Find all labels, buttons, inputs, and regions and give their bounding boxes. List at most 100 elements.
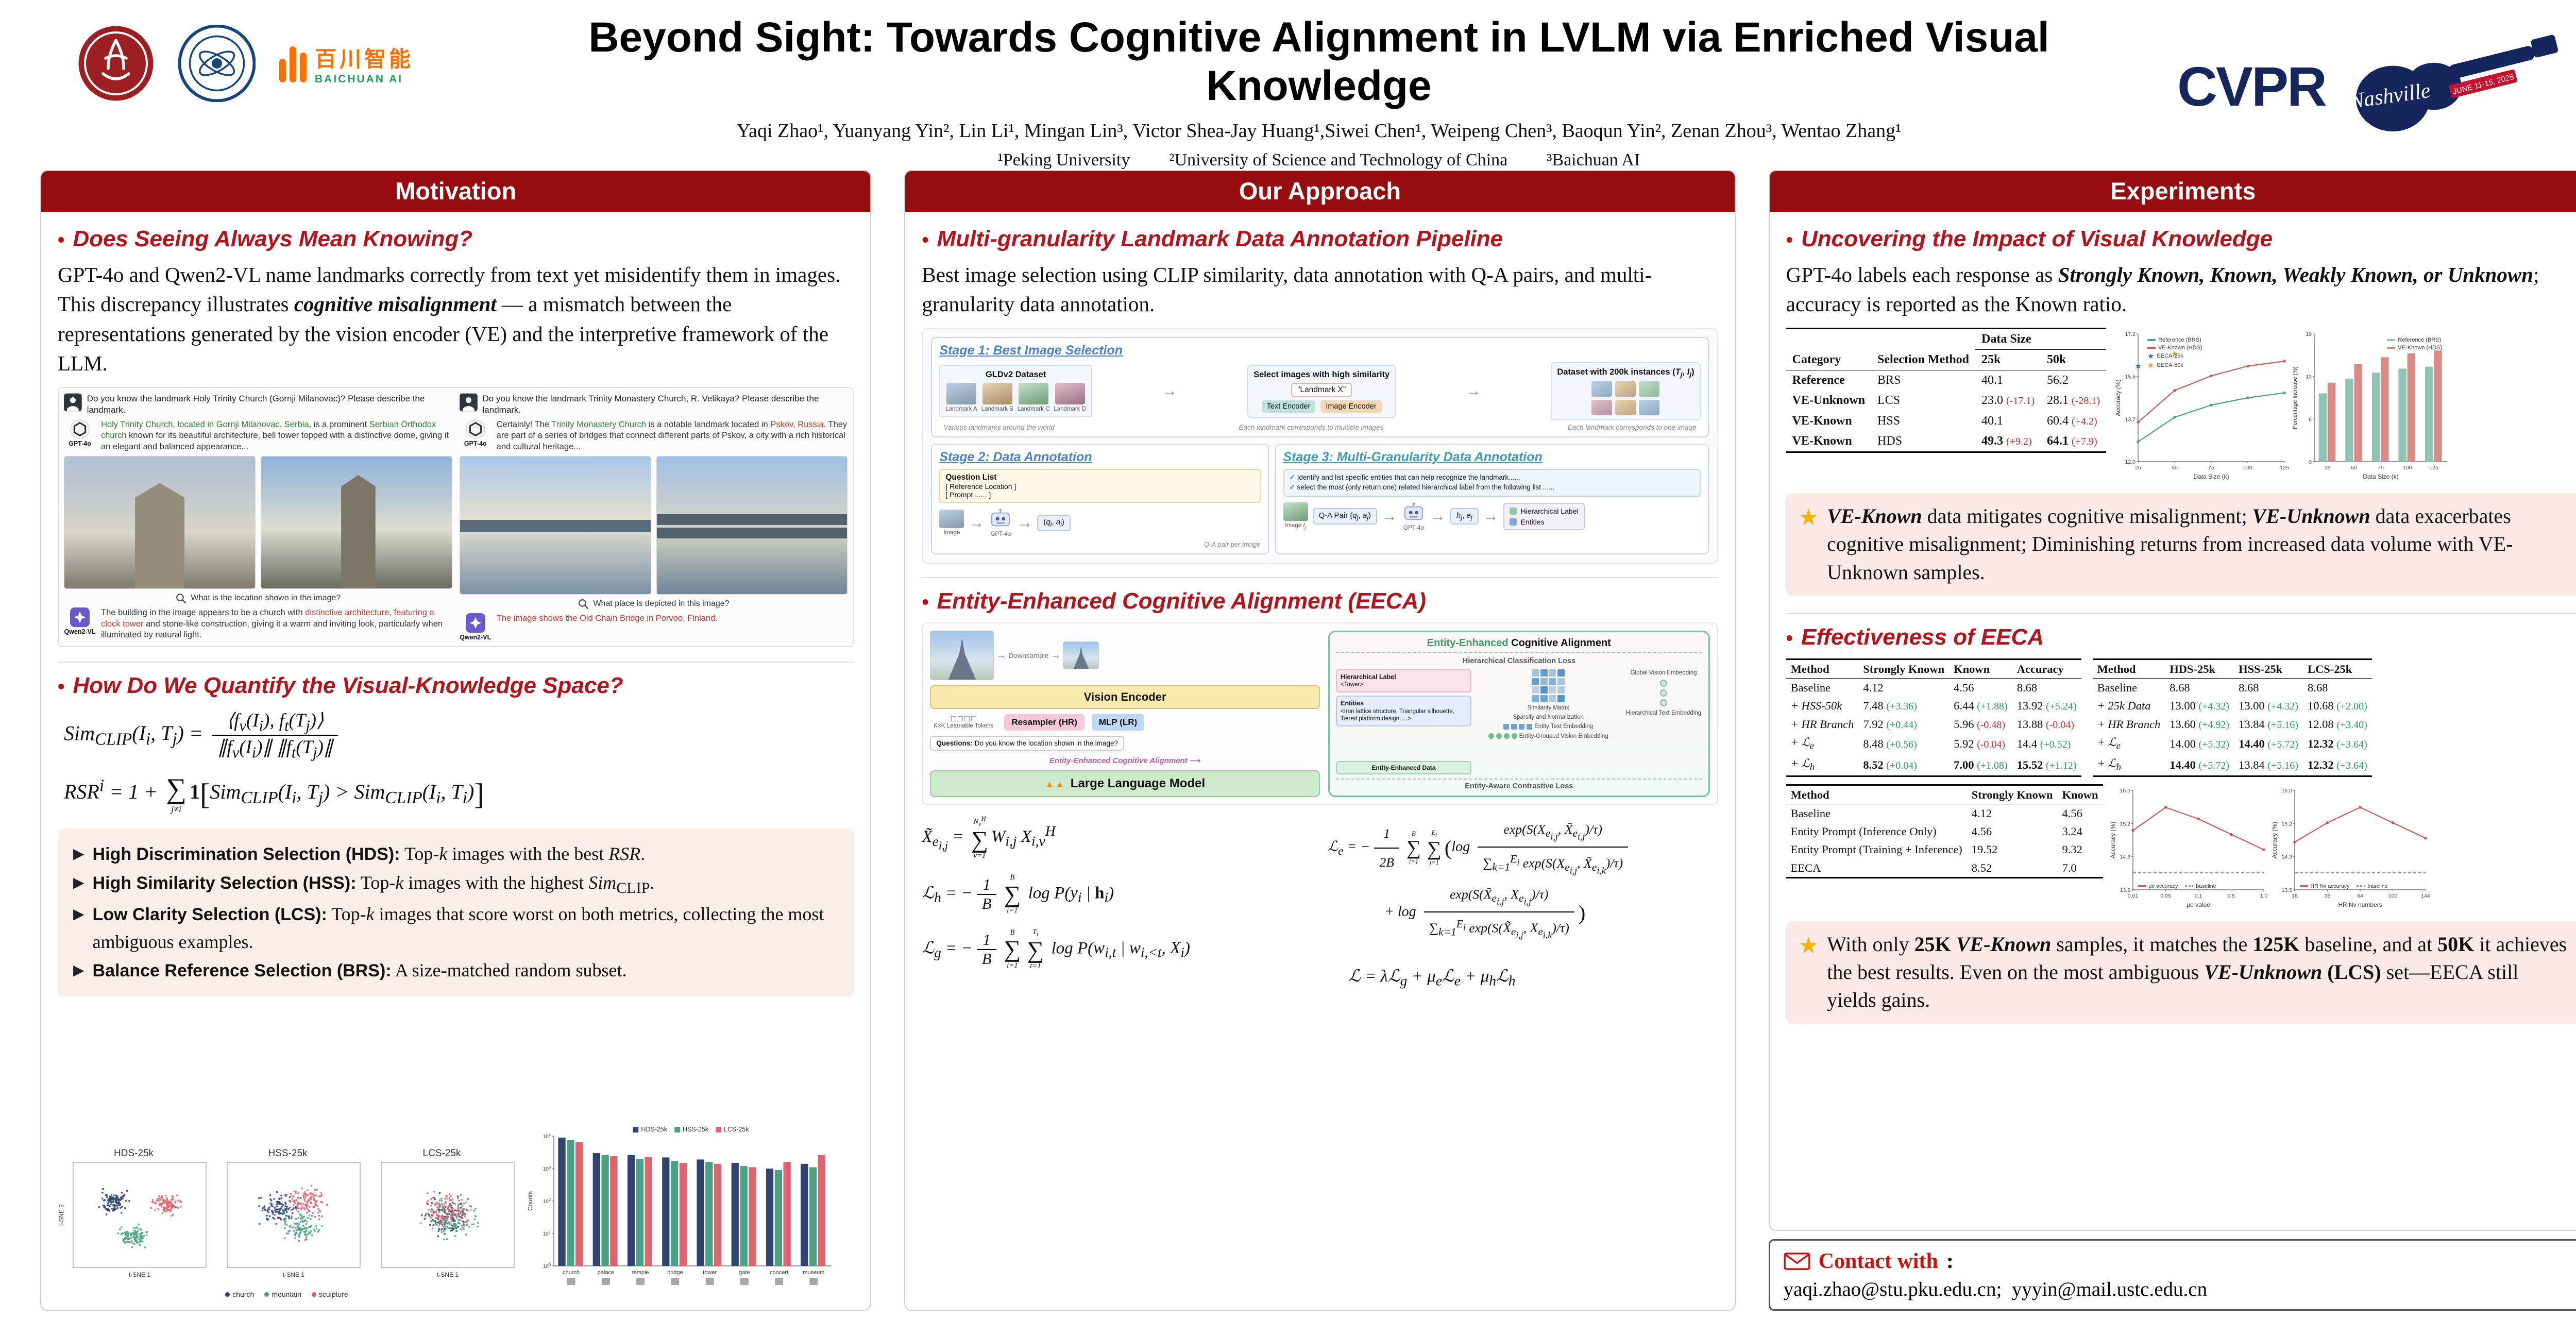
svg-text:15.2: 15.2 bbox=[2281, 821, 2292, 827]
landmark-thumb bbox=[946, 383, 977, 405]
finding-highlight-1: ★VE-Known data mitigates cognitive misal… bbox=[1786, 493, 2576, 596]
arrow-bullet-icon: ▶ bbox=[73, 874, 84, 891]
baichuan-name-cn: 百川智能 bbox=[315, 46, 414, 71]
baichuan-logo: 百川智能 BAICHUAN AI bbox=[279, 42, 414, 86]
svg-text:50: 50 bbox=[2172, 465, 2178, 471]
svg-text:100: 100 bbox=[2243, 465, 2252, 471]
model-label: GPT-4o bbox=[464, 439, 487, 447]
svg-text:17.2: 17.2 bbox=[2125, 331, 2136, 337]
similarity-matrix bbox=[1532, 669, 1565, 702]
landmark-photo bbox=[656, 456, 848, 595]
svg-text:0: 0 bbox=[2309, 459, 2312, 465]
svg-text:16.0: 16.0 bbox=[2281, 788, 2292, 794]
entities-icon bbox=[1509, 518, 1517, 526]
ustc-logo-icon bbox=[178, 25, 256, 102]
image-thumb bbox=[1283, 502, 1308, 521]
landmark-thumb bbox=[1019, 383, 1049, 405]
svg-text:museum: museum bbox=[803, 1270, 824, 1276]
svg-text:church: church bbox=[563, 1270, 580, 1276]
star-icon: ★ bbox=[1798, 933, 1819, 958]
svg-text:15.5: 15.5 bbox=[2125, 374, 2136, 380]
question-list-box: Question List [ Reference Location ] [ P… bbox=[939, 469, 1261, 503]
hierarchical-label-box: Hierarchical Label<Tower> bbox=[1335, 669, 1471, 693]
heading-eeca: •Entity-Enhanced Cognitive Alignment (EE… bbox=[922, 577, 1718, 614]
stage2-caption: Q-A pair per image bbox=[1204, 540, 1261, 549]
vision-encoder-box: Vision Encoder bbox=[930, 685, 1320, 709]
poster-body: Motivation •Does Seeing Always Mean Know… bbox=[40, 170, 2576, 1311]
gpt4o-robot-icon bbox=[991, 509, 1010, 527]
arrow-bullet-icon: ▶ bbox=[73, 845, 84, 862]
svg-text:75: 75 bbox=[2378, 465, 2384, 471]
list-item-hds: ▶High Discrimination Selection (HDS): To… bbox=[73, 840, 838, 869]
chart-legend: Reference (BRS)VE-Known (HDS) bbox=[2387, 337, 2444, 351]
user-avatar-icon bbox=[459, 393, 478, 411]
svg-text:19: 19 bbox=[2306, 331, 2312, 337]
question-bubble: Questions: Do you know the location show… bbox=[930, 736, 1125, 751]
svg-text:t-SNE 1: t-SNE 1 bbox=[129, 1271, 150, 1278]
arrow-icon: → bbox=[1381, 508, 1397, 525]
svg-text:125: 125 bbox=[2429, 465, 2438, 471]
check-icon: ✓ bbox=[1289, 474, 1295, 482]
svg-text:75: 75 bbox=[2208, 465, 2214, 471]
gpt4o-robot-icon bbox=[1404, 502, 1423, 520]
output-chip: hj, ej bbox=[1450, 508, 1479, 525]
svg-text:6: 6 bbox=[2309, 416, 2312, 422]
contact-email-1[interactable]: yaqi.zhao@stu.pku.edu.cn bbox=[1783, 1278, 1996, 1300]
stage3-box: Stage 3: Multi-Granularity Data Annotati… bbox=[1275, 444, 1709, 555]
experiments-wrap: Experiments •Uncovering the Impact of Vi… bbox=[1768, 170, 2576, 1311]
entity-text-embedding: Entity Text Embedding bbox=[1503, 723, 1593, 730]
cvpr-guitar-icon: Nashville JUNE 11-15, 2025 bbox=[2347, 35, 2558, 132]
downsample-label: Downsample bbox=[1008, 651, 1049, 660]
svg-text:tower: tower bbox=[703, 1270, 717, 1276]
landmark-photo bbox=[64, 456, 256, 589]
svg-text:25: 25 bbox=[2325, 465, 2331, 471]
svg-text:101: 101 bbox=[543, 1230, 551, 1237]
eeca-panel: Entity-Enhanced Cognitive Alignment Hier… bbox=[1328, 631, 1710, 798]
stage3-title: Stage 3: Multi-Granularity Data Annotati… bbox=[1283, 450, 1543, 465]
svg-text:palace: palace bbox=[598, 1270, 614, 1276]
check-icon: ✓ bbox=[1289, 483, 1295, 491]
formula-total: ℒ = λℒg + μeℒe + μhℒh bbox=[1348, 967, 1516, 989]
svg-text:gate: gate bbox=[739, 1270, 750, 1276]
contact-email-2[interactable]: yyyin@mail.ustc.edu.cn bbox=[2011, 1278, 2208, 1300]
arrow-icon: → bbox=[1430, 508, 1446, 525]
authors: Yaqi Zhao¹, Yuanyang Yin², Lin Li¹, Ming… bbox=[736, 120, 1902, 142]
heading-eeca-effectiveness: •Effectiveness of EECA bbox=[1786, 613, 2576, 650]
model-answer: The image shows the Old Chain Bridge in … bbox=[496, 613, 718, 623]
qa-pair-chip: (qi, ai) bbox=[1037, 514, 1071, 531]
model-label: Qwen2-VL bbox=[64, 628, 96, 636]
qwen2vl-icon bbox=[70, 607, 90, 628]
svg-text:0.01: 0.01 bbox=[2127, 893, 2138, 899]
bullet-icon: • bbox=[922, 591, 929, 614]
svg-text:36: 36 bbox=[2324, 893, 2330, 899]
downsampled-image bbox=[1063, 641, 1099, 670]
input-image bbox=[930, 631, 994, 681]
svg-text:100: 100 bbox=[543, 1262, 551, 1270]
misalignment-figure: Do you know the landmark Holy Trinity Ch… bbox=[58, 386, 854, 647]
entity-grouped-vision-embedding: Entity-Grouped Vision Embedding bbox=[1488, 733, 1608, 740]
svg-text:Data Size (k): Data Size (k) bbox=[2193, 473, 2229, 480]
svg-text:Accuracy (%): Accuracy (%) bbox=[2109, 822, 2116, 858]
instruction-box: ✓ Identify and list specific entities th… bbox=[1283, 469, 1701, 497]
text-encoder-chip: Text Encoder bbox=[1261, 400, 1316, 413]
approach-column: Our Approach •Multi-granularity Landmark… bbox=[904, 170, 1736, 1311]
svg-text:★: ★ bbox=[2134, 362, 2142, 370]
bullet-icon: • bbox=[1786, 229, 1793, 251]
mlp-chip: MLP (LR) bbox=[1091, 714, 1145, 731]
svg-text:concert: concert bbox=[770, 1270, 788, 1276]
